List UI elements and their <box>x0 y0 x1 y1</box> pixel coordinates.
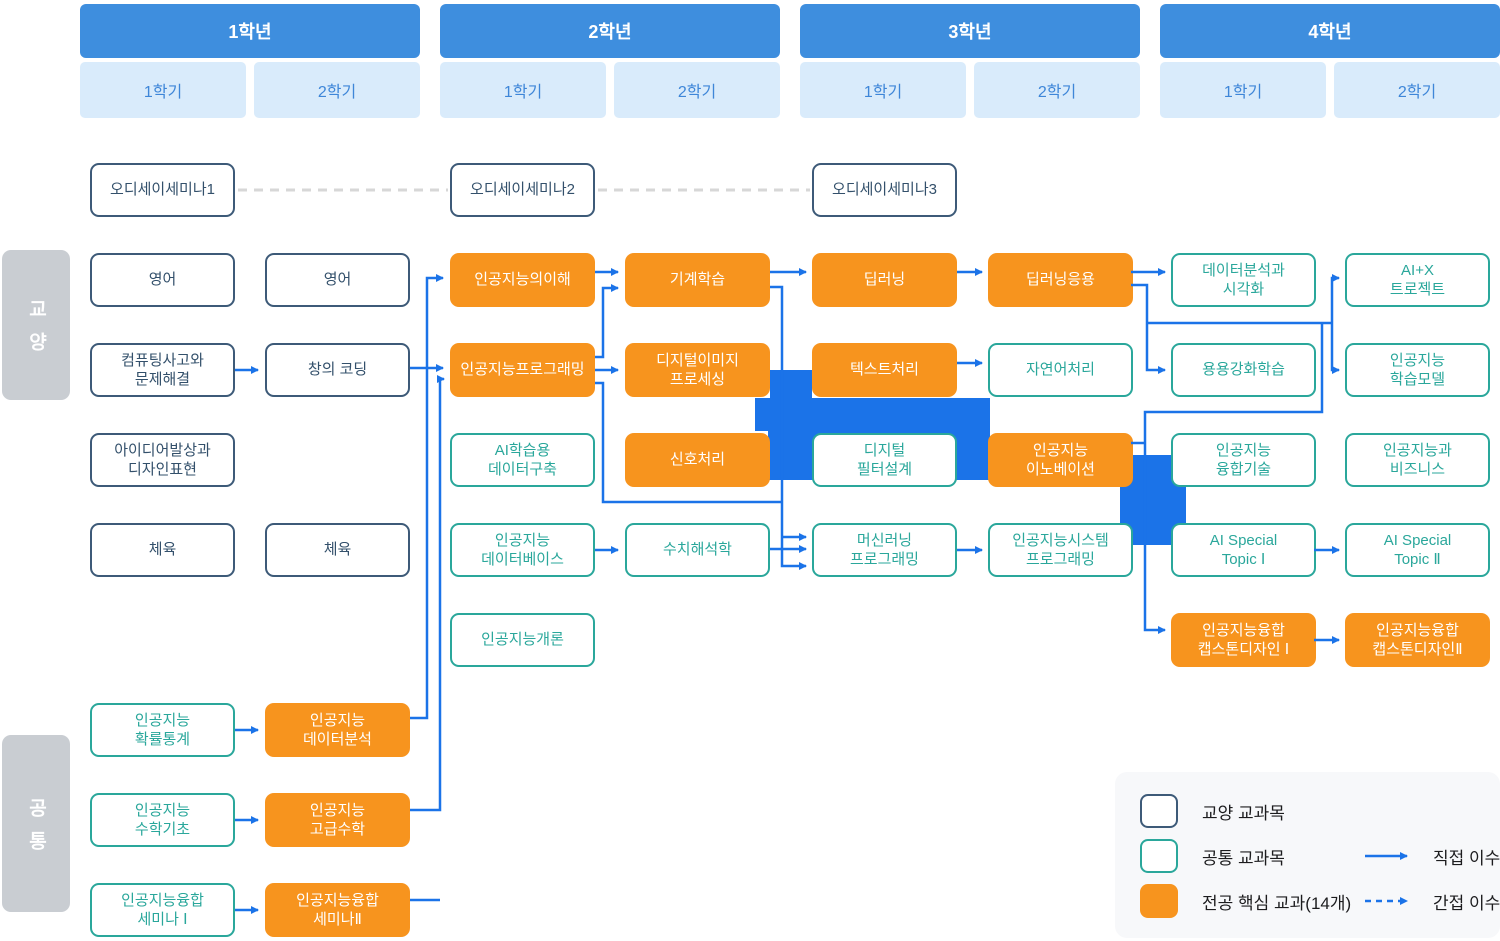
course-box: 인공지능 확률통계 <box>90 703 235 757</box>
course-box: 영어 <box>90 253 235 307</box>
legend-item-label: 전공 핵심 교과(14개) <box>1202 893 1352 913</box>
semester-cell: 1학기 <box>800 62 966 118</box>
course-box: 체육 <box>90 523 235 577</box>
merge-band <box>755 398 990 431</box>
course-box: 아이디어발상과 디자인표현 <box>90 433 235 487</box>
semester-cell: 1학기 <box>80 62 246 118</box>
course-box: 인공지능 데이터분석 <box>265 703 410 757</box>
course-box: 인공지능 수학기초 <box>90 793 235 847</box>
legend-item-label: 공통 교과목 <box>1202 848 1285 868</box>
year-header: 4학년 <box>1160 4 1500 58</box>
ge-swatch-icon <box>1140 794 1178 828</box>
course-box: 오디세이세미나2 <box>450 163 595 217</box>
course-box: 수치해석학 <box>625 523 770 577</box>
course-box: 자연어처리 <box>988 343 1133 397</box>
legend-arrow-label: 직접 이수 <box>1433 848 1500 868</box>
semester-cell: 2학기 <box>614 62 780 118</box>
dashed-arrow-icon <box>1365 897 1408 905</box>
course-box: 기계학습 <box>625 253 770 307</box>
legend: 교양 교과목 공통 교과목 전공 핵심 교과(14개) 직접 이수 간접 이수 <box>1115 772 1500 938</box>
course-box: 체육 <box>265 523 410 577</box>
course-box: 텍스트처리 <box>812 343 957 397</box>
course-box: 인공지능융합 세미나Ⅱ <box>265 883 410 937</box>
course-box: 딥러닝 <box>812 253 957 307</box>
course-box: 인공지능융합 세미나 Ⅰ <box>90 883 235 937</box>
legend-arrow-direct: 직접 이수 <box>1363 839 1500 873</box>
legend-arrow-indirect: 간접 이수 <box>1363 884 1500 918</box>
merge-band <box>770 370 812 400</box>
course-box: 인공지능시스템 프로그래밍 <box>988 523 1133 577</box>
course-box: AI학습용 데이터구축 <box>450 433 595 487</box>
course-box: 인공지능융합 캡스톤디자인 Ⅰ <box>1171 613 1316 667</box>
year-header: 2학년 <box>440 4 780 58</box>
course-box: 디지털 필터설계 <box>812 433 957 487</box>
section-label-common: 공통 <box>2 735 70 912</box>
course-box: 인공지능과 비즈니스 <box>1345 433 1490 487</box>
semester-cell: 2학기 <box>254 62 420 118</box>
course-box: AI Special Topic Ⅰ <box>1171 523 1316 577</box>
legend-arrow-label: 간접 이수 <box>1433 893 1500 913</box>
course-box: 인공지능 고급수학 <box>265 793 410 847</box>
course-box: 인공지능 이노베이션 <box>988 433 1133 487</box>
legend-item-common: 공통 교과목 <box>1140 839 1285 873</box>
course-box: 인공지능프로그래밍 <box>450 343 595 397</box>
course-box: 디지털이미지 프로세싱 <box>625 343 770 397</box>
course-box: 창의 코딩 <box>265 343 410 397</box>
course-box: 컴퓨팅사고와 문제해결 <box>90 343 235 397</box>
legend-item-label: 교양 교과목 <box>1202 803 1285 823</box>
course-box: 머신러닝 프로그래밍 <box>812 523 957 577</box>
section-label-ge: 교양 <box>2 250 70 400</box>
course-box: 인공지능개론 <box>450 613 595 667</box>
course-box: 오디세이세미나3 <box>812 163 957 217</box>
course-box: 영어 <box>265 253 410 307</box>
course-box: AI+X 트로젝트 <box>1345 253 1490 307</box>
course-box: 인공지능 학습모델 <box>1345 343 1490 397</box>
course-box: AI Special Topic Ⅱ <box>1345 523 1490 577</box>
course-box: 인공지능의이해 <box>450 253 595 307</box>
legend-item-core: 전공 핵심 교과(14개) <box>1140 884 1351 918</box>
semester-cell: 1학기 <box>440 62 606 118</box>
course-box: 용용강화학습 <box>1171 343 1316 397</box>
course-box: 딥러닝응용 <box>988 253 1133 307</box>
course-box: 데이터분석과 시각화 <box>1171 253 1316 307</box>
semester-cell: 2학기 <box>1334 62 1500 118</box>
semester-cell: 1학기 <box>1160 62 1326 118</box>
common-swatch-icon <box>1140 839 1178 873</box>
legend-item-ge: 교양 교과목 <box>1140 794 1285 828</box>
solid-arrow-icon <box>1365 852 1408 860</box>
year-header: 3학년 <box>800 4 1140 58</box>
core-swatch-icon <box>1140 884 1178 918</box>
semester-cell: 2학기 <box>974 62 1140 118</box>
course-box: 인공지능 데이터베이스 <box>450 523 595 577</box>
course-box: 인공지능융합 캡스톤디자인Ⅱ <box>1345 613 1490 667</box>
course-box: 신호처리 <box>625 433 770 487</box>
course-box: 인공지능 융합기술 <box>1171 433 1316 487</box>
year-header: 1학년 <box>80 4 420 58</box>
course-box: 오디세이세미나1 <box>90 163 235 217</box>
